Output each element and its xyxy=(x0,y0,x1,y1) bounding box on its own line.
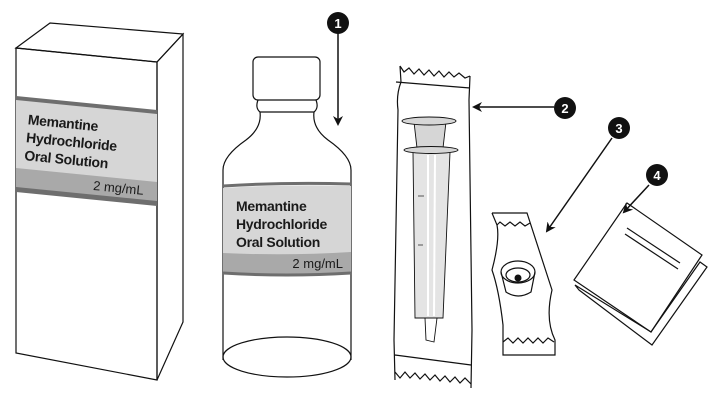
callout-number: 3 xyxy=(615,121,622,136)
adapter-pouch xyxy=(491,212,556,356)
bottle-label-line: Hydrochloride xyxy=(236,216,328,232)
syringe-pouch xyxy=(393,65,473,389)
callout-3: 3 xyxy=(545,117,630,233)
bottle-label-line: Oral Solution xyxy=(236,234,320,250)
callout-4: 4 xyxy=(622,164,668,214)
oral-syringe xyxy=(401,116,459,343)
callout-number: 4 xyxy=(653,168,661,183)
box-strength: 2 mg/mL xyxy=(93,178,145,198)
medication-box: Memantine Hydrochloride Oral Solution 2 … xyxy=(14,22,185,381)
instruction-sheets xyxy=(573,202,708,346)
bottle-strength: 2 mg/mL xyxy=(292,256,343,271)
callout-1: 1 xyxy=(327,12,349,126)
bottle-label: Memantine Hydrochloride Oral Solution 2 … xyxy=(222,181,352,277)
box-label: Memantine Hydrochloride Oral Solution 2 … xyxy=(16,96,157,206)
box-label-line: Memantine xyxy=(27,111,99,134)
medication-bottle: Memantine Hydrochloride Oral Solution 2 … xyxy=(222,56,352,378)
callout-number: 1 xyxy=(334,16,341,31)
bottle-adapter xyxy=(500,260,536,297)
bottle-label-line: Memantine xyxy=(236,198,307,214)
callout-2: 2 xyxy=(472,97,576,119)
callout-number: 2 xyxy=(561,101,568,116)
